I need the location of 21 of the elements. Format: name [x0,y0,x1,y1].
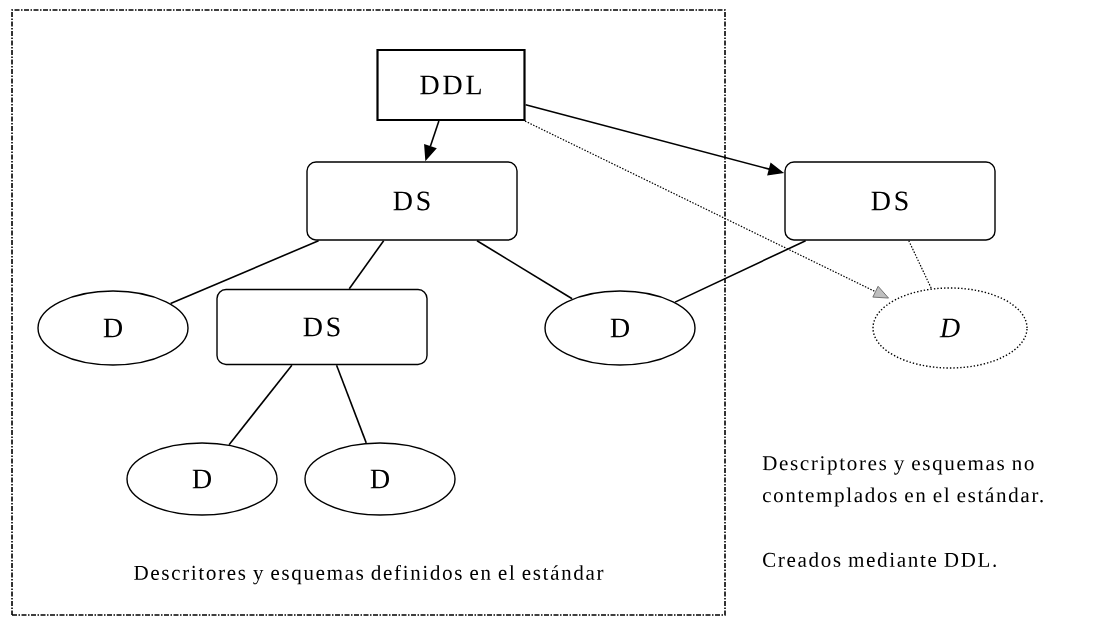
note-text: Descriptores y esquemas no contemplados en el estándar. [762,456,1043,507]
connector-line [169,239,320,305]
ellipse-node: D [872,287,1028,369]
ellipse-node: D [126,442,278,516]
arrow [524,120,889,299]
connector-line [674,239,807,303]
connector-line [476,239,573,300]
process-box: DS [306,161,518,241]
process-box: DDL [376,48,526,122]
connector-line [228,364,293,446]
connector-line [908,240,932,290]
ellipse-node: D [37,290,189,366]
dashed-frame [11,9,726,616]
caption-text: Descritores y esquemas definidos en el estándar [134,564,604,585]
connector-line [348,239,385,290]
process-box: DS [784,161,996,241]
ellipse-node: D [304,442,456,516]
connector-line [335,364,368,444]
ellipse-node: D [544,290,696,366]
note-text: Creados mediante DDL. [763,552,996,568]
process-box: DS [216,288,428,366]
